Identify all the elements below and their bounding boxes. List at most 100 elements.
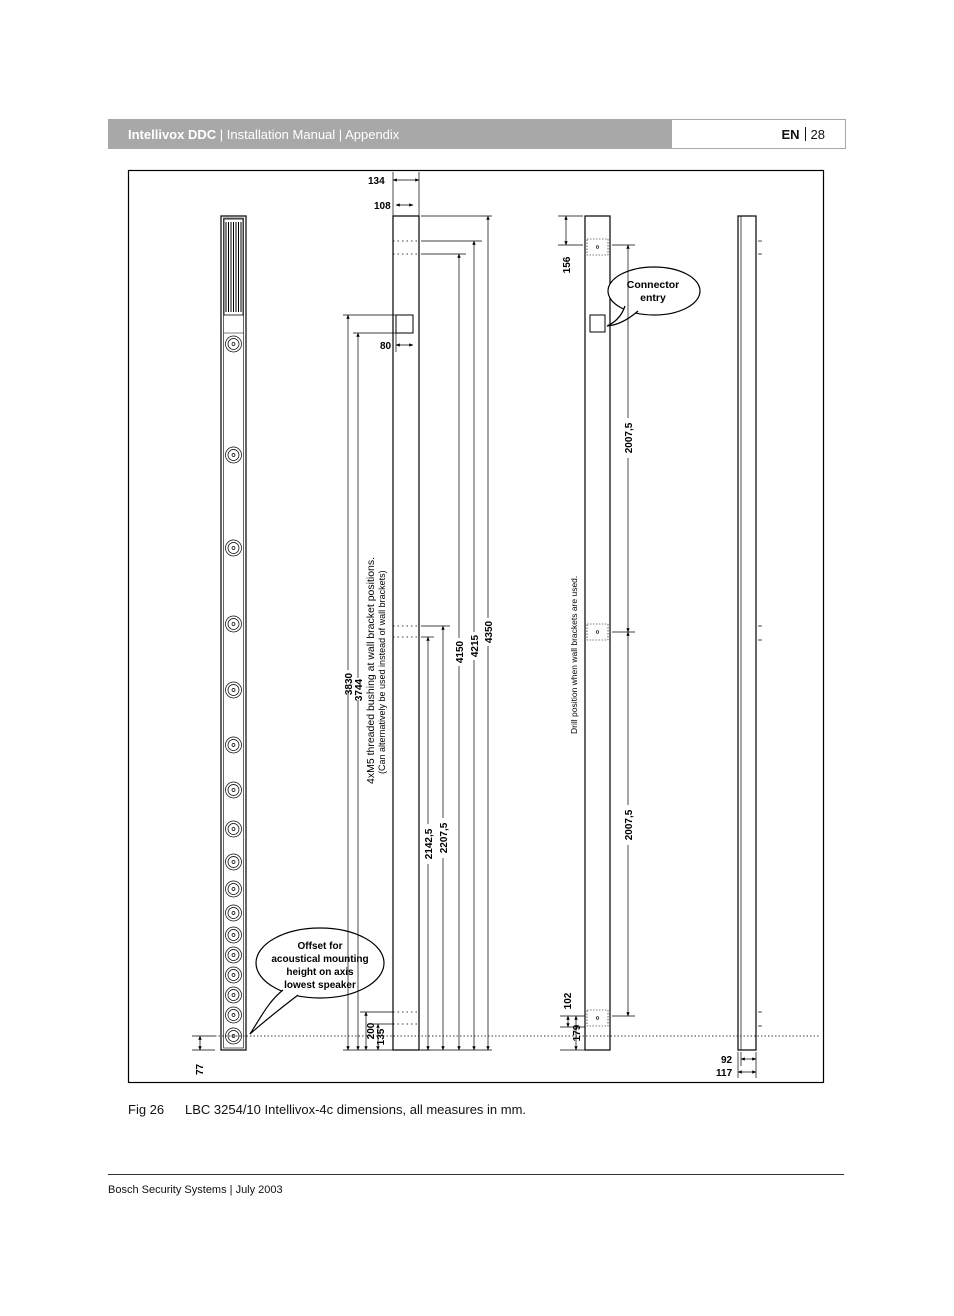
speaker-dustcap <box>231 827 236 831</box>
speaker-cone <box>227 1030 240 1042</box>
speaker-cone <box>227 618 240 630</box>
speaker-dustcap <box>231 1013 236 1017</box>
dimension-135-label: 135 <box>376 1028 387 1045</box>
dimension-134 <box>392 172 420 216</box>
speaker-cone <box>227 542 240 554</box>
dimension-3744-label: 3744 <box>354 678 365 701</box>
narrow-side-view <box>737 215 762 1078</box>
speaker-driver <box>225 946 242 964</box>
side-view <box>392 215 420 1051</box>
speaker-dustcap <box>231 688 236 692</box>
speaker-driver <box>225 986 242 1004</box>
header-sep: | <box>338 127 343 142</box>
speaker-cone <box>227 883 240 895</box>
offset-callout-line3: height on axis <box>286 967 354 978</box>
bushing-subnote: (Can alternatively be used instead of wa… <box>377 570 387 774</box>
speaker-cone <box>227 989 240 1001</box>
dimension-80-label: 80 <box>380 341 392 352</box>
speaker-dustcap <box>231 1034 236 1038</box>
speaker-driver <box>225 781 242 799</box>
header-divider <box>804 127 806 141</box>
speaker-dustcap <box>231 743 236 747</box>
dimension-77 <box>192 1035 215 1051</box>
dimension-156 <box>558 215 583 246</box>
speaker-driver <box>225 1006 242 1024</box>
connector-callout-line1: Connector <box>627 279 680 291</box>
speaker-driver <box>225 904 242 922</box>
dimension-4215-label: 4215 <box>470 634 481 657</box>
speaker-cone <box>227 449 240 461</box>
dimension-2142-5-label: 2142,5 <box>424 828 435 859</box>
dimension-80 <box>395 333 414 352</box>
dimension-3830-label: 3830 <box>344 672 355 695</box>
dimension-2207-5-label: 2207,5 <box>439 822 450 853</box>
speaker-driver <box>225 736 242 754</box>
speaker-driver <box>225 681 242 699</box>
speaker-driver <box>225 335 242 353</box>
side-extension-lines <box>343 215 492 1051</box>
dimension-108-label: 108 <box>374 201 391 212</box>
speaker-dustcap <box>231 453 236 457</box>
figure-number: Fig 26 <box>128 1102 165 1117</box>
speaker-cone <box>227 684 240 696</box>
speaker-dustcap <box>231 887 236 891</box>
dimension-4350-label: 4350 <box>484 620 495 643</box>
speaker-cone <box>227 969 240 981</box>
bushing-note: 4xM5 threaded bushing at wall bracket po… <box>365 557 377 784</box>
speaker-driver <box>225 853 242 871</box>
speaker-driver <box>225 880 242 898</box>
speaker-driver <box>225 539 242 557</box>
header-doc: Installation Manual <box>226 127 336 142</box>
speaker-dustcap <box>231 788 236 792</box>
offset-callout-line2: acoustical mounting <box>271 954 368 965</box>
speaker-dustcap <box>231 342 236 346</box>
footer-text: Bosch Security Systems | July 2003 <box>108 1184 283 1196</box>
dimension-4150-label: 4150 <box>455 640 466 663</box>
dimension-134-label: 134 <box>368 176 385 187</box>
connector-callout: Connector entry <box>606 266 701 327</box>
speaker-driver <box>225 820 242 838</box>
speaker-cone <box>227 949 240 961</box>
offset-callout-line1: Offset for <box>298 941 343 952</box>
speaker-drivers <box>225 335 242 1045</box>
dimension-77-label: 77 <box>195 1063 206 1075</box>
dimension-200-label: 200 <box>366 1022 377 1039</box>
header-page-number: 28 <box>810 127 825 142</box>
speaker-dustcap <box>231 622 236 626</box>
speaker-dustcap <box>231 546 236 550</box>
front-view <box>220 215 247 1051</box>
speaker-driver <box>225 615 242 633</box>
dimension-102-label: 102 <box>563 992 574 1009</box>
speaker-dustcap <box>231 953 236 957</box>
header-sep: | <box>219 127 224 142</box>
drawing-frame <box>127 169 825 1084</box>
speaker-cone <box>227 338 240 350</box>
grille-slats <box>225 222 242 312</box>
dimension-2007-5-lower-label: 2007,5 <box>624 809 635 840</box>
bushing-block <box>395 314 414 334</box>
header-product: Intellivox DDC <box>128 127 217 142</box>
dimension-2007-5-upper-label: 2007,5 <box>624 422 635 453</box>
offset-callout: Offset for acoustical mounting height on… <box>249 927 385 1035</box>
speaker-dustcap <box>231 973 236 977</box>
dimension-179-label: 179 <box>572 1024 583 1041</box>
speaker-dustcap <box>231 933 236 937</box>
speaker-cone <box>227 929 240 941</box>
speaker-cone <box>227 823 240 835</box>
rear-view <box>584 215 611 1051</box>
connector-entry-box <box>589 314 606 333</box>
header-title: Intellivox DDC | Installation Manual | A… <box>128 127 399 142</box>
header-bar: Intellivox DDC | Installation Manual | A… <box>108 119 671 149</box>
speaker-driver <box>225 966 242 984</box>
footer-divider <box>108 1174 844 1175</box>
speaker-dustcap <box>231 860 236 864</box>
dimension-117-label: 117 <box>716 1068 733 1079</box>
dimension-92-label: 92 <box>721 1055 733 1066</box>
drill-position-note: Drill position when wall brackets are us… <box>569 576 579 734</box>
wall-bracket-top <box>586 238 609 256</box>
connector-callout-line2: entry <box>640 292 666 304</box>
speaker-cone <box>227 907 240 919</box>
